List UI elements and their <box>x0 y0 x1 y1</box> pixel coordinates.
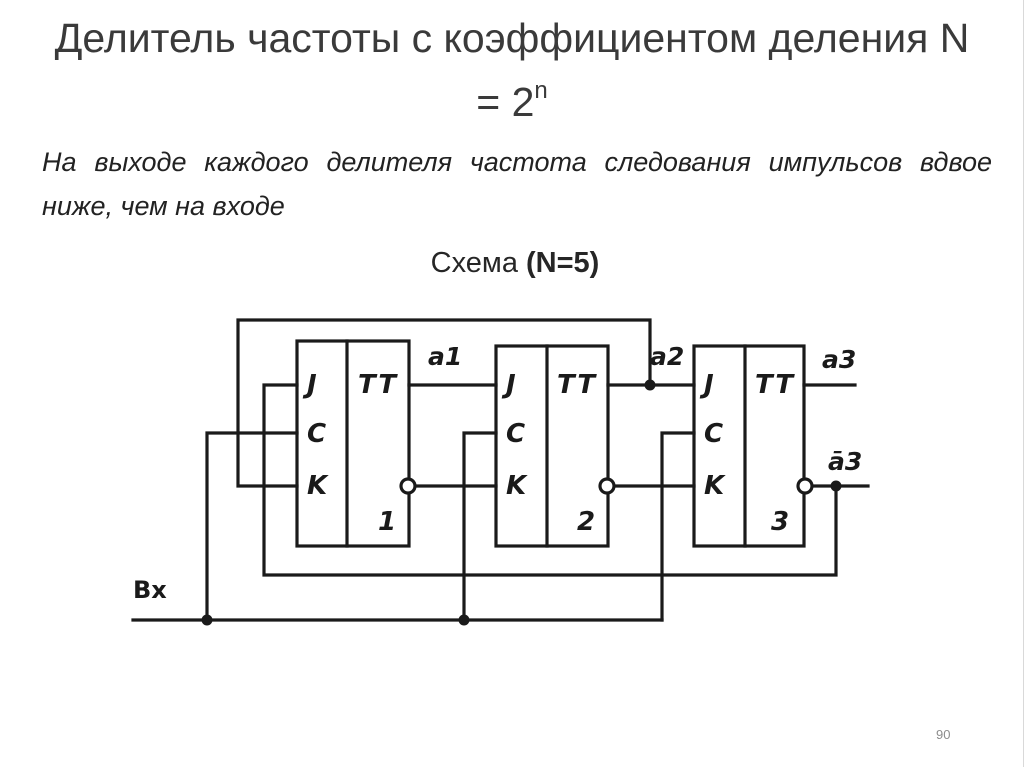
ff2-pin-j: J <box>501 370 516 400</box>
output-label-a3: a3 <box>822 345 856 374</box>
clock-wire-1 <box>205 431 299 622</box>
scheme-label-prefix: Схема <box>430 247 518 279</box>
inversion-bubble-1 <box>399 477 417 495</box>
flip-flop-3 <box>692 344 806 548</box>
ff1-pin-c: C <box>307 419 326 449</box>
ff1-pin-j: J <box>302 370 317 400</box>
input-label-bx: Вх <box>133 576 167 604</box>
junction-dot <box>201 614 213 626</box>
slide-title-text: Делитель частоты с коэффициентом деления… <box>54 15 970 125</box>
ff2-pin-c: C <box>506 419 525 449</box>
ff1-number: 1 <box>378 507 396 537</box>
page-number: 90 <box>936 727 951 742</box>
scheme-label-value: (N=5) <box>526 247 600 279</box>
ff3-pin-k: K <box>704 471 726 501</box>
ff2-pin-k: K <box>506 471 528 501</box>
flip-flop-2 <box>494 344 610 548</box>
flip-flop-2-body <box>494 344 610 548</box>
ff1-pin-k: K <box>307 471 329 501</box>
ff2-number: 2 <box>577 507 595 537</box>
ff2-type-label: TT <box>557 370 597 400</box>
clock-wire-3 <box>660 431 696 622</box>
junction-dot <box>830 480 842 492</box>
slide-subtitle: На выходе каждого делителя частота следо… <box>42 147 992 221</box>
flip-flop-1-body <box>295 339 411 548</box>
junction-dot <box>644 379 656 391</box>
output-label-a3-bar: ā3 <box>828 447 862 476</box>
flip-flop-1 <box>295 339 411 548</box>
ff3-number: 3 <box>771 507 789 537</box>
title-exponent: n <box>534 77 548 104</box>
inversion-bubble-2 <box>598 477 616 495</box>
ff3-type-label: TT <box>755 370 795 400</box>
junction-dot <box>458 614 470 626</box>
flip-flop-3-body <box>692 344 806 548</box>
slide-title: Делитель частоты с коэффициентом деления… <box>40 6 984 134</box>
ff3-pin-c: C <box>704 419 723 449</box>
inversion-bubble-3 <box>796 477 814 495</box>
feedback-q3-bar-wire <box>262 383 838 577</box>
frequency-divider-circuit: J C K TT 1 J C K TT 2 J C K TT 3 a1 a2 a… <box>131 318 870 626</box>
ff3-pin-j: J <box>699 370 714 400</box>
output-label-a1: a1 <box>428 342 462 371</box>
feedback-q2-wire <box>236 318 652 488</box>
scheme-label: Схема (N=5) <box>320 247 710 280</box>
output-label-a2: a2 <box>650 342 684 371</box>
clock-wire-2 <box>462 431 498 622</box>
ff1-type-label: TT <box>358 370 398 400</box>
